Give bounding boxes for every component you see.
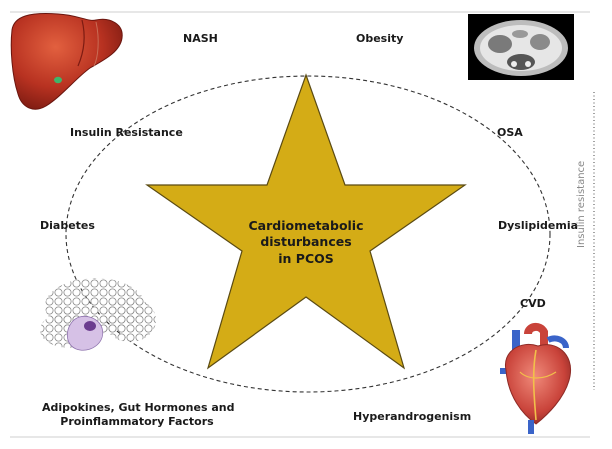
- star-center-text: Cardiometabolic disturbances in PCOS: [226, 218, 386, 267]
- center-line-3: in PCOS: [278, 250, 334, 266]
- adipose-tissue-icon: [40, 278, 156, 351]
- label-cvd: CVD: [520, 297, 546, 310]
- center-line-1: Cardiometabolic: [248, 218, 364, 233]
- liver-icon: [10, 13, 123, 110]
- label-nash: NASH: [183, 32, 218, 45]
- label-insulin-resistance: Insulin Resistance: [70, 126, 183, 139]
- heart-icon: [500, 323, 572, 434]
- label-adipokines-line2: Proinflammatory Factors: [60, 414, 214, 428]
- dashed-ellipse: [65, 75, 551, 393]
- label-osa: OSA: [497, 126, 523, 139]
- label-adipokines: Adipokines, Gut Hormones and Proinflamma…: [42, 401, 235, 429]
- label-obesity: Obesity: [356, 32, 404, 45]
- center-line-2: disturbances: [260, 234, 352, 250]
- label-adipokines-line1: Adipokines, Gut Hormones and: [42, 401, 235, 414]
- label-hyperandrogenism: Hyperandrogenism: [353, 410, 472, 423]
- label-dyslipidemia: Dyslipidemia: [498, 219, 579, 232]
- central-star: [145, 73, 467, 370]
- label-diabetes: Diabetes: [40, 219, 95, 232]
- mri-image-icon: [468, 14, 574, 80]
- side-axis-label: Insulin resistance: [576, 160, 587, 248]
